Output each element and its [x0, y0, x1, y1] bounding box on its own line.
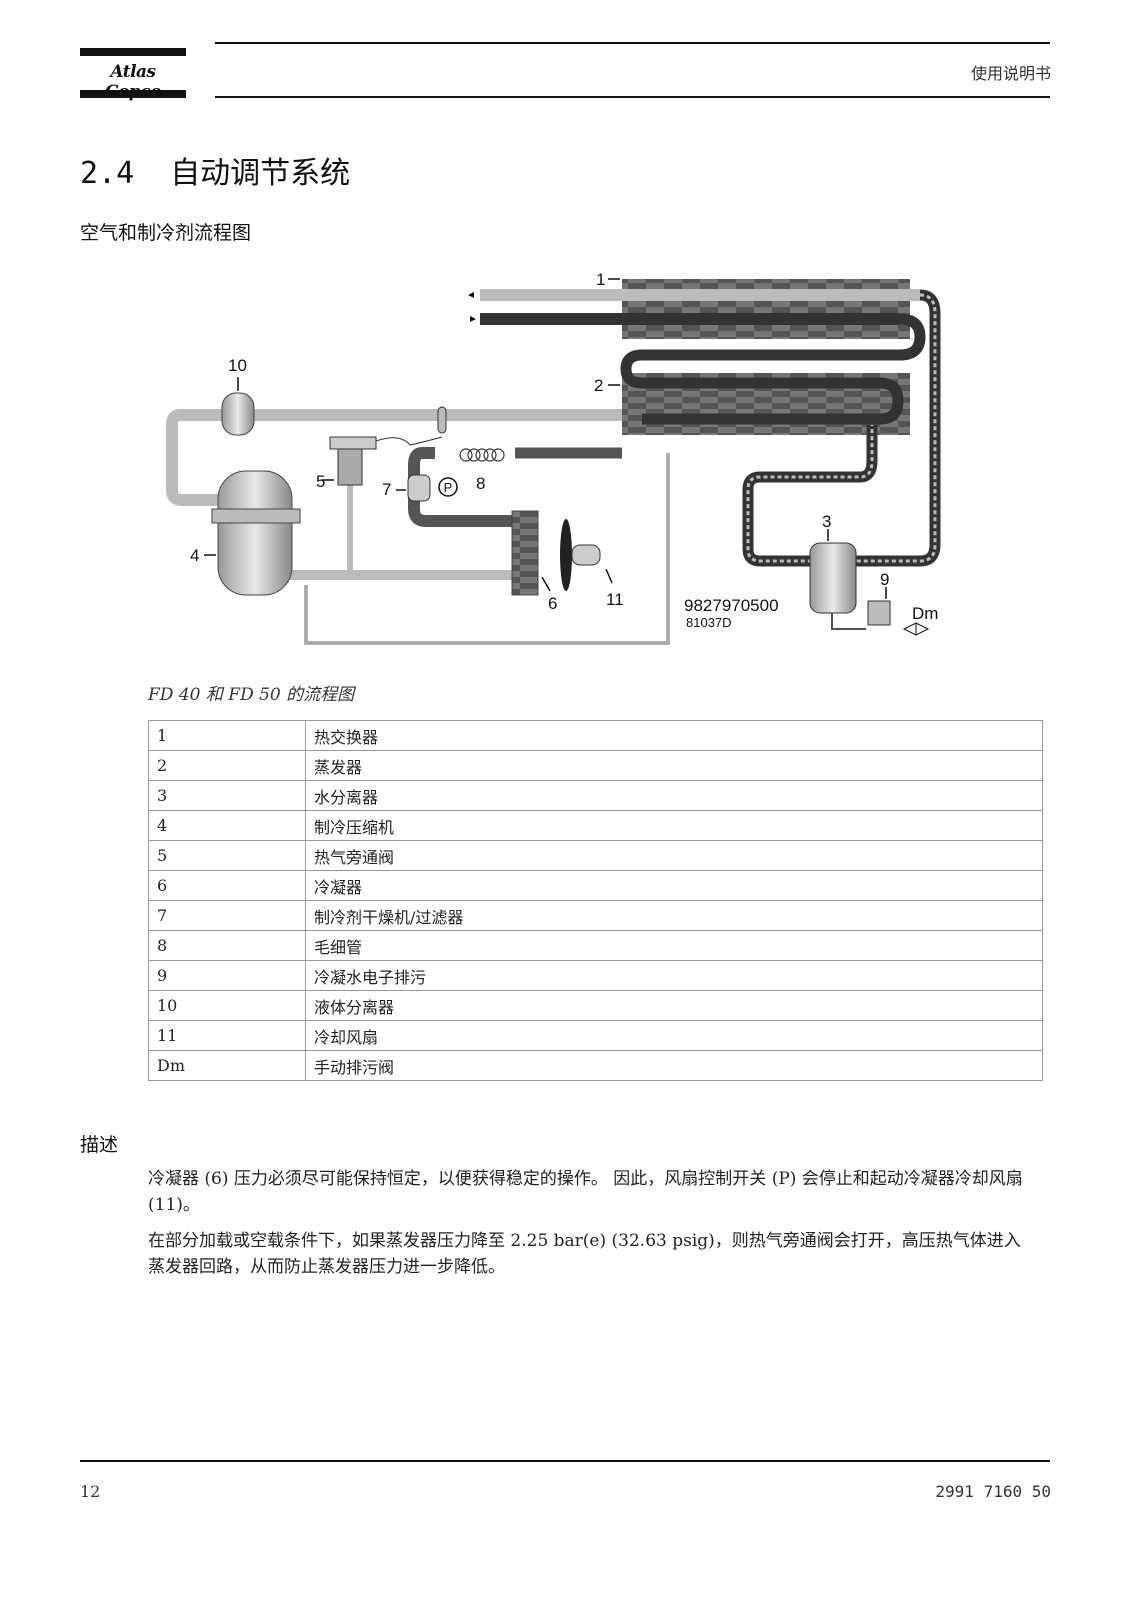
legend-key: 10: [148, 990, 306, 1021]
header-rule-top: [215, 42, 1050, 44]
condenser: [511, 510, 539, 596]
part-number: 9827970500: [684, 596, 779, 615]
hot-gas-bypass-valve: [337, 444, 363, 486]
legend-key: 11: [148, 1020, 306, 1051]
label-3: 3: [822, 512, 831, 531]
legend-key: 9: [148, 960, 306, 991]
legend-value: 蒸发器: [305, 750, 1043, 781]
drain-line: [831, 613, 866, 630]
suction-pipe: [166, 409, 240, 506]
valve-sensing-tube: [375, 436, 443, 446]
description-paragraph-2: 在部分加载或空载条件下，如果蒸发器压力降至 2.25 bar(e) (32.63…: [148, 1231, 1021, 1277]
label-7: 7: [382, 480, 391, 499]
label-4: 4: [190, 546, 199, 565]
air-out-arrow-icon: [468, 292, 474, 298]
page-number: 12: [80, 1482, 101, 1501]
label-11: 11: [606, 590, 624, 609]
legend-value: 热交换器: [305, 720, 1043, 751]
legend-key: 8: [148, 930, 306, 961]
legend-value: 制冷剂干燥机/过滤器: [305, 900, 1043, 931]
capillary-coil: [459, 448, 505, 462]
sensing-bulb: [437, 406, 447, 434]
legend-key: Dm: [148, 1050, 306, 1081]
bypass-valve-head: [329, 436, 377, 450]
figure-caption: FD 40 和 FD 50 的流程图: [148, 685, 355, 705]
legend-key: 5: [148, 840, 306, 871]
compressor-band: [211, 508, 301, 524]
legend-value: 手动排污阀: [305, 1050, 1043, 1081]
compressor: [217, 470, 293, 596]
electronic-drain: [867, 600, 891, 626]
separator-air-loop-inner: [746, 293, 937, 563]
legend-value: 冷凝水电子排污: [305, 960, 1043, 991]
label-5: 5: [316, 472, 325, 491]
subsection-title: 空气和制冷剂流程图: [80, 222, 252, 244]
legend-value: 毛细管: [305, 930, 1043, 961]
manual-drain-valve-icon: [902, 622, 917, 636]
legend-value: 冷却风扇: [305, 1020, 1043, 1051]
logo-bar-top: [80, 48, 186, 56]
document-type: 使用说明书: [970, 64, 1051, 83]
label-10: 10: [228, 356, 247, 375]
legend-value: 液体分离器: [305, 990, 1043, 1021]
footer-rule: [80, 1460, 1050, 1462]
label-8: 8: [476, 474, 485, 493]
legend-value: 水分离器: [305, 780, 1043, 811]
pressure-switch-icon: [438, 477, 458, 497]
liquid-separator: [221, 392, 255, 436]
logo-bar-bottom: [80, 90, 186, 98]
legend-key: 3: [148, 780, 306, 811]
flow-diagram: P 1 2 3 4 5 6 7 8 9 10 11 Dm 9827970500 …: [166, 270, 941, 645]
pressure-switch-label: P: [444, 480, 453, 495]
legend-value: 冷凝器: [305, 870, 1043, 901]
legend-value: 热气旁通阀: [305, 840, 1043, 871]
refrigerant-dryer-filter: [407, 474, 431, 502]
legend-key: 1: [148, 720, 306, 751]
section-heading: 2.4 自动调节系统: [80, 148, 350, 192]
cooling-fan-blade: [560, 519, 572, 591]
label-2: 2: [594, 376, 603, 395]
evaporator-coil: [620, 313, 926, 425]
label-1: 1: [596, 270, 605, 289]
section-title: 自动调节系统: [170, 156, 351, 191]
legend-key: 4: [148, 810, 306, 841]
drawing-code: 81037D: [686, 615, 732, 630]
document-number: 2991 7160 50: [935, 1482, 1051, 1501]
fan-motor: [571, 544, 601, 566]
label-9: 9: [880, 570, 889, 589]
section-number: 2.4: [80, 156, 135, 191]
description-heading: 描述: [80, 1134, 119, 1156]
label-dm: Dm: [912, 604, 938, 623]
header-rule-bottom: [215, 96, 1050, 98]
legend-key: 6: [148, 870, 306, 901]
heat-exchanger-block: [622, 279, 910, 339]
manual-drain-valve-icon-b: [915, 622, 930, 636]
description-paragraph-1: 冷凝器 (6) 压力必须尽可能保持恒定，以便获得稳定的操作。 因此，风扇控制开关…: [148, 1169, 1023, 1215]
air-in-arrow-icon: [470, 316, 476, 322]
brand-logo: Atlas Copco: [80, 48, 186, 102]
legend-value: 制冷压缩机: [305, 810, 1043, 841]
legend-key: 2: [148, 750, 306, 781]
legend-key: 7: [148, 900, 306, 931]
water-separator: [809, 542, 857, 614]
control-line-inner: [305, 453, 669, 644]
leader-lines: [204, 278, 887, 599]
label-6: 6: [548, 594, 557, 613]
